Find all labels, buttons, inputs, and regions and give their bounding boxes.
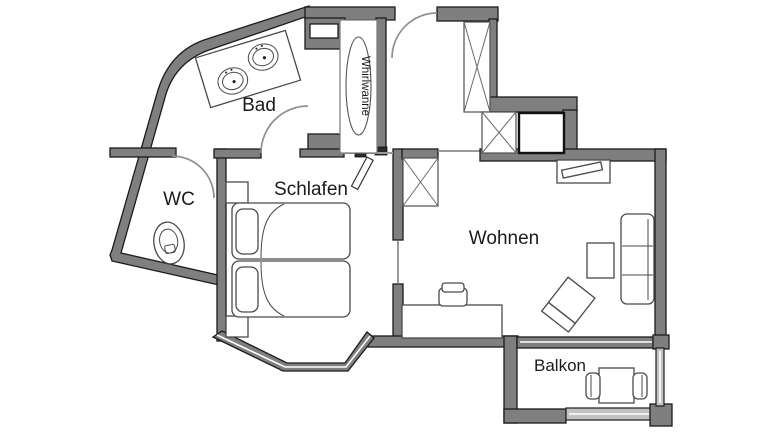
toilet-icon: [153, 221, 185, 265]
room-label-balkon: Balkon: [534, 356, 586, 375]
double-bed-icon: [225, 181, 351, 338]
bay-window-glazing: [216, 334, 371, 368]
wall-entry-top: [436, 6, 499, 22]
room-label-whirlwanne: Whirlwanne: [359, 56, 371, 116]
balcony-chair-icon-left: [585, 372, 601, 400]
wall-bath-south: [299, 148, 345, 158]
shaft-x-icon: [481, 111, 517, 154]
whirlpool-tub-icon: [339, 19, 378, 154]
double-washbasin-icon: [194, 29, 302, 109]
room-label-wc: WC: [163, 189, 195, 210]
wc-door-arc: [171, 155, 215, 199]
sofa-icon: [620, 213, 655, 305]
wall-divider-upper: [392, 148, 404, 241]
balcony-chair-icon-right: [632, 372, 648, 400]
balcony-table-icon: [598, 367, 635, 404]
entry-door-arc: [391, 12, 438, 59]
balcony-post-southeast: [649, 403, 673, 427]
bath-window: [309, 23, 339, 39]
room-label-wohnen: Wohnen: [469, 228, 539, 249]
desk-icon: [401, 304, 503, 339]
coffee-table-icon: [586, 242, 615, 279]
wall-wc-schlafen: [216, 148, 227, 342]
wardrobe-x-icon-schlafen: [402, 157, 439, 207]
wall-hall-segment: [213, 148, 262, 159]
wall-wohnen-right: [654, 148, 667, 339]
wall-stub-left: [109, 147, 177, 158]
armchair-icon: [540, 276, 596, 333]
room-label-bad: Bad: [242, 95, 276, 116]
schlafen-door-leaf: [350, 156, 374, 191]
tv-sideboard-icon: [556, 159, 611, 184]
balcony-corner-post: [652, 334, 670, 350]
room-label-schlafen: Schlafen: [274, 179, 348, 200]
bad-door-arc: [260, 105, 309, 154]
wardrobe-x-icon-hall: [463, 21, 491, 113]
wall-balcony-bottom: [503, 408, 567, 424]
shaft-icon: [517, 111, 566, 155]
desk-chair-icon: [438, 282, 468, 307]
